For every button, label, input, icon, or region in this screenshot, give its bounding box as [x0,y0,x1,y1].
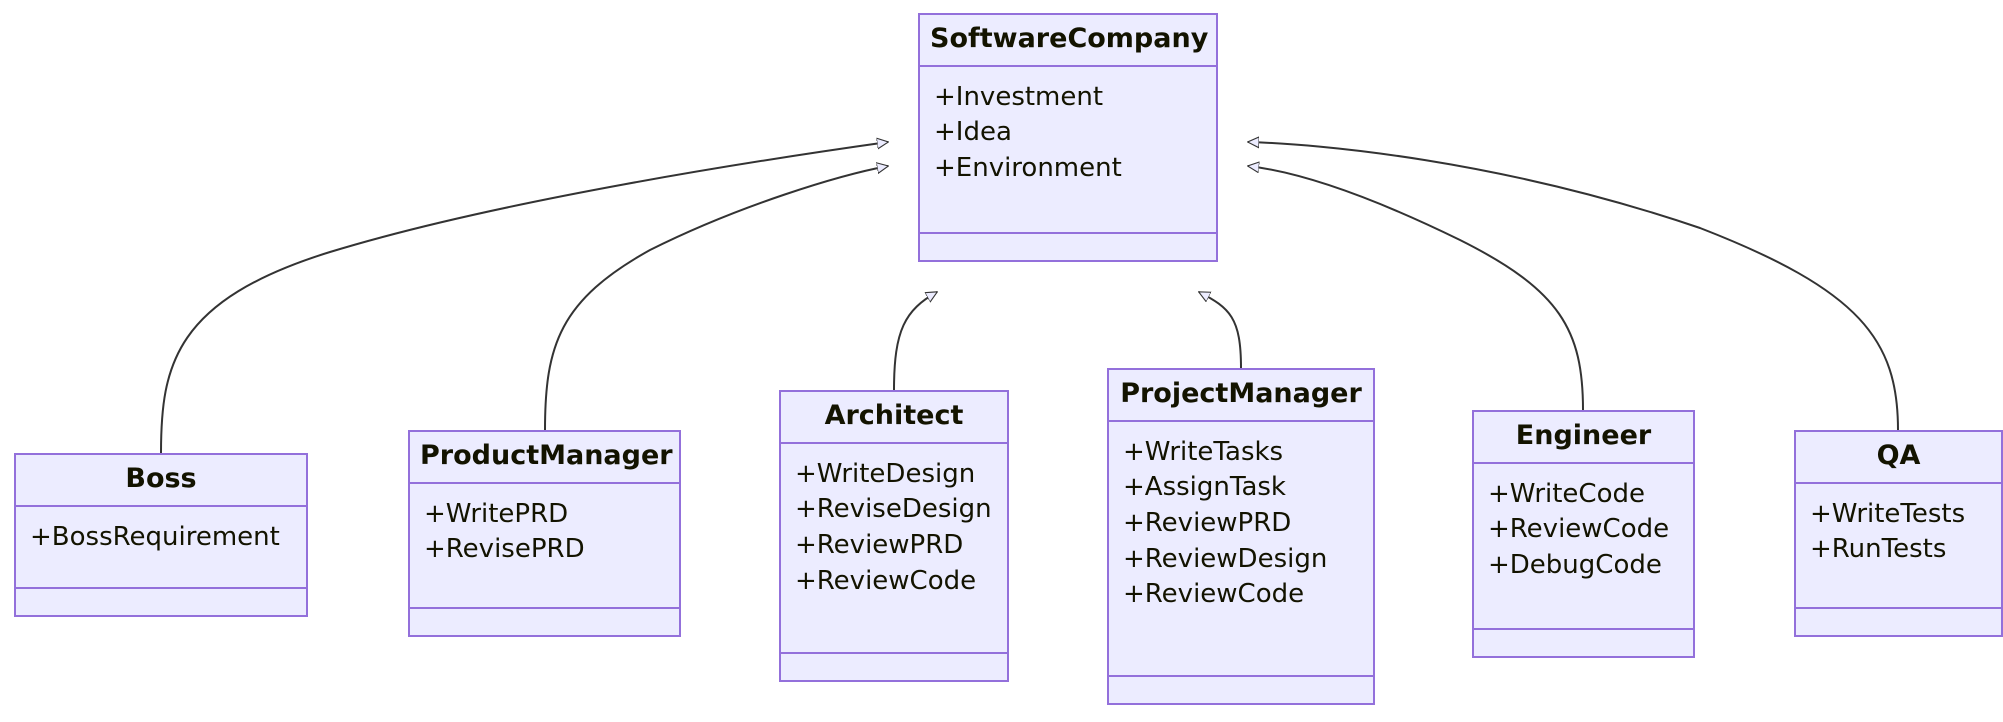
class-member: +WriteTests [1810,498,1966,529]
class-box-engineer[interactable]: Engineer +WriteCode +ReviewCode +DebugCode [1472,410,1695,658]
class-box-project-manager[interactable]: ProjectManager +WriteTasks +AssignTask +Rev… [1107,368,1375,705]
class-name-project-manager: ProjectManager [1109,370,1373,422]
class-member: +Idea [934,117,1012,148]
class-member: +WriteCode [1488,478,1645,509]
class-members-product-manager: +WritePRD +RevisePRD [410,484,679,609]
class-box-architect[interactable]: Architect +WriteDesign +ReviseDesign +Revie… [779,390,1009,682]
class-members-qa: +WriteTests +RunTests [1796,484,2001,609]
class-methods-qa [1796,609,2001,635]
class-member: +ReviseDesign [795,494,992,525]
class-name-qa: QA [1796,432,2001,484]
class-member: +WritePRD [424,498,569,529]
class-name-boss: Boss [16,455,306,507]
class-box-product-manager[interactable]: ProductManager +WritePRD +RevisePRD [408,430,681,637]
class-member: +ReviewCode [1123,579,1305,610]
class-member: +ReviewPRD [1123,507,1292,538]
class-methods-boss [16,589,306,615]
class-member: +BossRequirement [30,521,280,552]
class-methods-product-manager [410,609,679,635]
class-member: +RunTests [1810,534,1947,565]
edge-architect-to-softwarecompany [893,291,937,391]
class-member: +RevisePRD [424,534,585,565]
class-name-architect: Architect [781,392,1007,444]
class-methods-software-company [920,234,1216,260]
class-name-software-company: SoftwareCompany [920,15,1216,67]
class-box-qa[interactable]: QA +WriteTests +RunTests [1794,430,2003,637]
class-member: +ReviewCode [795,565,977,596]
class-members-project-manager: +WriteTasks +AssignTask +ReviewPRD +ReviewD… [1109,422,1373,677]
class-members-boss: +BossRequirement [16,507,306,589]
class-member: +WriteTasks [1123,436,1284,467]
class-name-engineer: Engineer [1474,412,1693,464]
class-members-software-company: +Investment +Idea +Environment [920,67,1216,234]
class-members-architect: +WriteDesign +ReviseDesign +ReviewPRD +Revi… [781,444,1007,654]
class-member: +ReviewPRD [795,529,964,560]
class-member: +AssignTask [1123,472,1286,503]
class-box-boss[interactable]: Boss +BossRequirement [14,453,308,617]
class-members-engineer: +WriteCode +ReviewCode +DebugCode [1474,464,1693,630]
class-member: +DebugCode [1488,549,1662,580]
class-member: +ReviewCode [1488,514,1670,545]
class-methods-project-manager [1109,677,1373,703]
class-member: +WriteDesign [795,458,976,489]
class-member: +ReviewDesign [1123,543,1328,574]
class-box-software-company[interactable]: SoftwareCompany +Investment +Idea +Environm… [918,13,1218,262]
class-member: +Investment [934,81,1104,112]
class-methods-engineer [1474,630,1693,656]
edge-projectmanager-to-softwarecompany [1199,291,1242,369]
class-name-product-manager: ProductManager [410,432,679,484]
class-member: +Environment [934,152,1122,183]
class-methods-architect [781,654,1007,680]
